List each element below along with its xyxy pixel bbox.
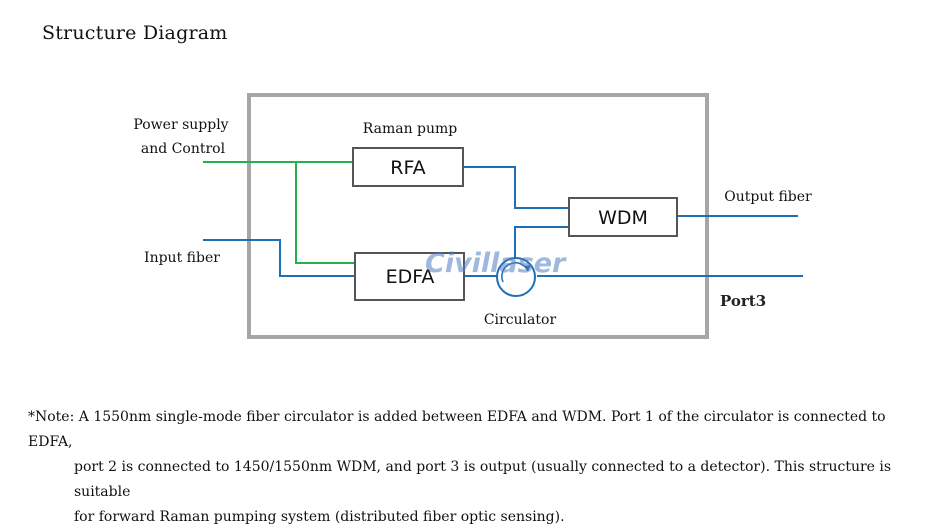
- input-fiber-label: Input fiber: [144, 250, 220, 266]
- output-fiber-label: Output fiber: [724, 189, 812, 205]
- wdm-label: WDM: [598, 207, 648, 229]
- control-lines: [203, 161, 354, 264]
- rfa-wdm-line: [464, 166, 568, 209]
- control-line-edfa: [295, 162, 354, 264]
- rfa-label: RFA: [390, 157, 425, 179]
- circulator-wdm-line: [514, 226, 568, 261]
- watermark-logo: Civillaser: [425, 248, 567, 279]
- note-line-2: port 2 is connected to 1450/1550nm WDM, …: [74, 459, 892, 500]
- note-line-3: for forward Raman pumping system (distri…: [74, 509, 565, 525]
- port3-label: Port3: [720, 292, 766, 310]
- input-fiber-line: [203, 239, 354, 277]
- edfa-label: EDFA: [386, 266, 435, 288]
- raman-pump-label: Raman pump: [363, 121, 458, 137]
- wdm-box: [568, 197, 678, 237]
- note-line-1: *Note: A 1550nm single-mode fiber circul…: [28, 409, 886, 450]
- fiber-lines: [203, 166, 803, 277]
- diagram-heading: Structure Diagram: [42, 22, 228, 44]
- edfa-box: [354, 252, 465, 301]
- structure-diagram: RFA EDFA WDM Civillaser Power supply and…: [133, 93, 812, 339]
- power-supply-label: Power supply: [133, 117, 228, 133]
- circulator-label: Circulator: [484, 312, 557, 328]
- rfa-box: [352, 147, 464, 187]
- note-paragraph: *Note: A 1550nm single-mode fiber circul…: [28, 405, 928, 530]
- circulator-icon: [496, 257, 536, 297]
- control-label: and Control: [141, 141, 226, 157]
